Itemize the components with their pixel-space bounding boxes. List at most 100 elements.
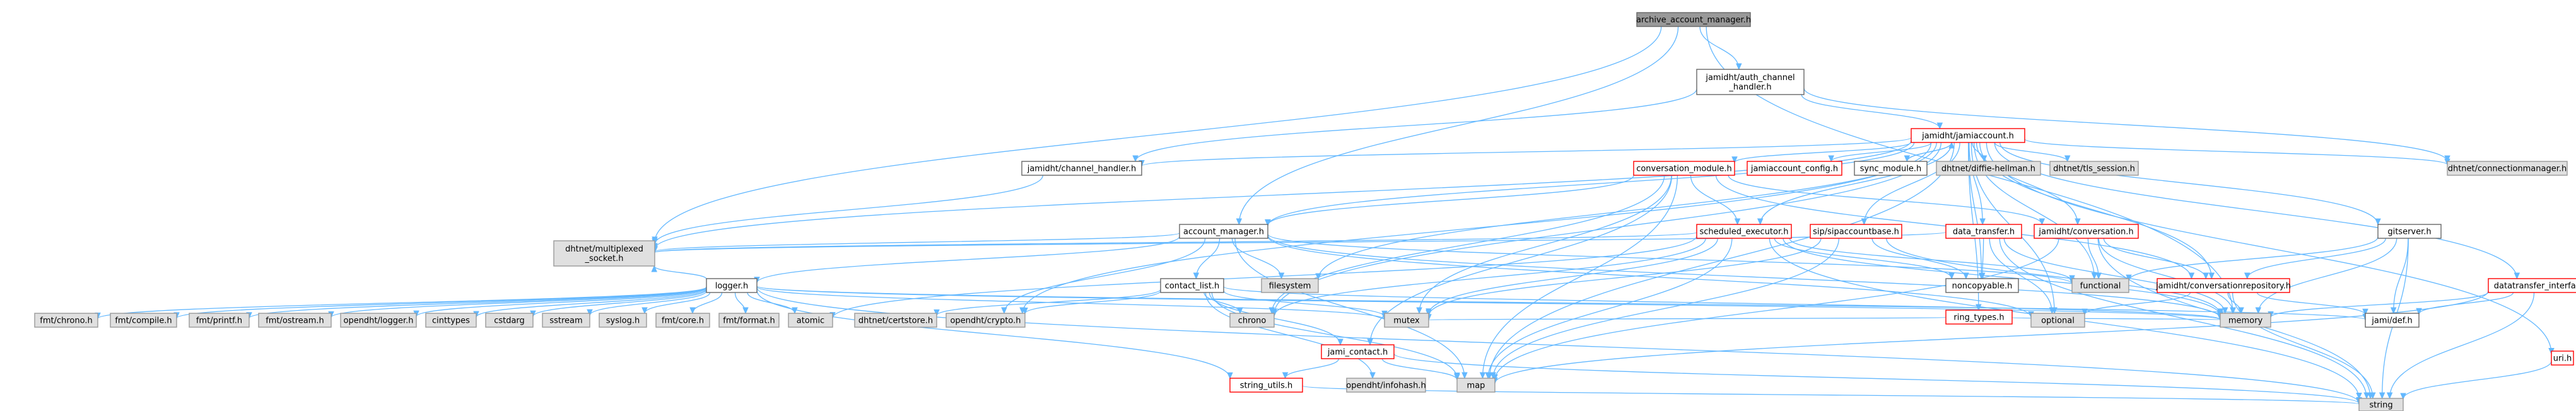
node-logger[interactable]: logger.h <box>706 278 758 293</box>
node-cstdarg[interactable]: cstdarg <box>485 313 534 328</box>
node-box <box>258 313 332 328</box>
node-sipaccountbase[interactable]: sip/sipaccountbase.h <box>1810 224 1902 239</box>
node-tls-session[interactable]: dhtnet/tls_session.h <box>2049 161 2139 176</box>
edge-line <box>1690 175 1738 225</box>
node-string[interactable]: string <box>2358 398 2404 411</box>
node-account-manager[interactable]: account_manager.h <box>1179 224 1268 239</box>
edge-line <box>2024 138 2448 165</box>
node-conversation[interactable]: jamidht/conversation.h <box>2034 224 2139 239</box>
node-syslog[interactable]: syslog.h <box>599 313 647 328</box>
node-sync-module[interactable]: sync_module.h <box>1854 161 1928 176</box>
edge-arrowhead <box>1461 372 1468 379</box>
node-jamiaccount[interactable]: jamidht/jamiaccount.h <box>1911 128 2025 143</box>
node-connectionmanager[interactable]: dhtnet/connectionmanager.h <box>2447 161 2568 176</box>
edge-line <box>756 286 1385 320</box>
edge-uri-to-string <box>2400 361 2552 400</box>
node-functional[interactable]: functional <box>2071 278 2129 293</box>
node-auth-channel-handler[interactable]: jamidht/auth_channel_handler.h <box>1696 69 1805 95</box>
node-sstream[interactable]: sstream <box>542 313 590 328</box>
edge-line <box>1211 292 1458 379</box>
node-box <box>1021 161 1142 176</box>
node-contact-list[interactable]: contact_list.h <box>1160 278 1224 293</box>
edge-line <box>1801 94 1940 129</box>
node-box <box>34 313 98 328</box>
edge-line <box>331 287 707 318</box>
node-opendht-logger[interactable]: opendht/logger.h <box>340 313 417 328</box>
edge-arrowhead <box>1337 339 1344 346</box>
node-jamidef[interactable]: jami/def.h <box>2365 313 2420 328</box>
node-gitserver[interactable]: gitserver.h <box>2377 224 2442 239</box>
node-scheduled-executor[interactable]: scheduled_executor.h <box>1696 224 1792 239</box>
node-filesystem[interactable]: filesystem <box>1261 278 1319 293</box>
node-box <box>1261 278 1319 293</box>
node-box <box>2220 313 2271 328</box>
edge-logger-to-fmt_format <box>734 292 749 315</box>
edge-arrowhead <box>1979 272 1986 280</box>
edge-arrowhead <box>2203 272 2209 280</box>
node-label: sync_module.h <box>1860 165 1921 174</box>
edge-auth_channel_handler-to-connectionmanager <box>1803 88 2450 163</box>
edge-arrowhead <box>1416 307 1422 315</box>
node-root[interactable]: archive_account_manager.h <box>1636 12 1751 27</box>
node-multiplexed-socket[interactable]: dhtnet/multiplexed_socket.h <box>553 240 655 267</box>
edge-gitserver-to-jamidef <box>2390 238 2409 315</box>
edge-arrowhead <box>2375 218 2381 226</box>
edge-arrowhead <box>2356 392 2362 400</box>
edge-line <box>1284 358 1340 379</box>
node-conversation-module[interactable]: conversation_module.h <box>1633 161 1735 176</box>
edge-jamiaccount-to-data_transfer <box>1969 142 1986 226</box>
node-mutex[interactable]: mutex <box>1384 313 1429 328</box>
node-label: _handler.h <box>1728 83 1771 92</box>
node-box <box>1636 12 1751 27</box>
edge-line <box>1267 175 1634 226</box>
node-map[interactable]: map <box>1456 378 1496 393</box>
edge-arrowhead <box>934 309 940 316</box>
node-box <box>485 313 534 328</box>
node-opendht-crypto[interactable]: opendht/crypto.h <box>946 313 1026 328</box>
node-fmt-format[interactable]: fmt/format.h <box>718 313 780 328</box>
node-fmt-printf[interactable]: fmt/printf.h <box>189 313 250 328</box>
node-channel-handler[interactable]: jamidht/channel_handler.h <box>1021 161 1142 176</box>
edge-channel_handler-to-multiplexed_socket <box>652 175 1043 245</box>
node-optional[interactable]: optional <box>2030 313 2085 328</box>
edge-arrowhead <box>1948 141 1955 149</box>
node-noncopyable[interactable]: noncopyable.h <box>1945 278 2019 293</box>
node-label: noncopyable.h <box>1952 282 2013 291</box>
node-label: filesystem <box>1269 282 1311 291</box>
node-ring-types[interactable]: ring_types.h <box>1945 310 2013 325</box>
node-infohash[interactable]: opendht/infohash.h <box>1346 378 1426 393</box>
edge-arrowhead <box>651 265 657 272</box>
node-jamiaccount-config[interactable]: jamiaccount_config.h <box>1747 161 1842 176</box>
edge-jamiaccount-to-conversation <box>1976 142 2081 226</box>
edge-arrowhead <box>1734 218 1741 226</box>
node-string-utils[interactable]: string_utils.h <box>1229 378 1303 393</box>
node-cinttypes[interactable]: cinttypes <box>425 313 477 328</box>
edge-account_manager-to-map <box>1234 238 1468 379</box>
edge-line <box>2098 238 2234 314</box>
node-conversationrepository[interactable]: jamidht/conversationrepository.h <box>2155 278 2291 293</box>
node-jami-contact[interactable]: jami_contact.h <box>1321 344 1395 359</box>
node-datatransfer-interface[interactable]: datatransfer_interface.h <box>2488 278 2576 293</box>
node-label: chrono <box>1238 316 1267 326</box>
edge-line <box>1428 238 1718 315</box>
node-chrono[interactable]: chrono <box>1229 313 1275 328</box>
node-atomic[interactable]: atomic <box>788 313 833 328</box>
node-label: string <box>2369 401 2392 410</box>
edge-arrowhead <box>2095 272 2102 280</box>
node-label: fmt/chrono.h <box>40 316 92 326</box>
node-uri[interactable]: uri.h <box>2551 350 2574 366</box>
node-box <box>1229 378 1303 393</box>
edge-line <box>2257 238 2397 314</box>
node-fmt-ostream[interactable]: fmt/ostream.h <box>258 313 332 328</box>
edge-line <box>1238 26 1679 225</box>
node-certstore[interactable]: dhtnet/certstore.h <box>854 313 937 328</box>
node-diffie-hellman[interactable]: dhtnet/diffie-hellman.h <box>1936 161 2041 176</box>
node-fmt-core[interactable]: fmt/core.h <box>655 313 710 328</box>
edge-line <box>756 290 1231 379</box>
node-data-transfer[interactable]: data_transfer.h <box>1945 224 2022 239</box>
node-memory[interactable]: memory <box>2220 313 2271 328</box>
node-fmt-chrono[interactable]: fmt/chrono.h <box>34 313 98 328</box>
node-box <box>2030 313 2085 328</box>
node-fmt-compile[interactable]: fmt/compile.h <box>110 313 177 328</box>
edge-arrowhead <box>2370 392 2376 400</box>
